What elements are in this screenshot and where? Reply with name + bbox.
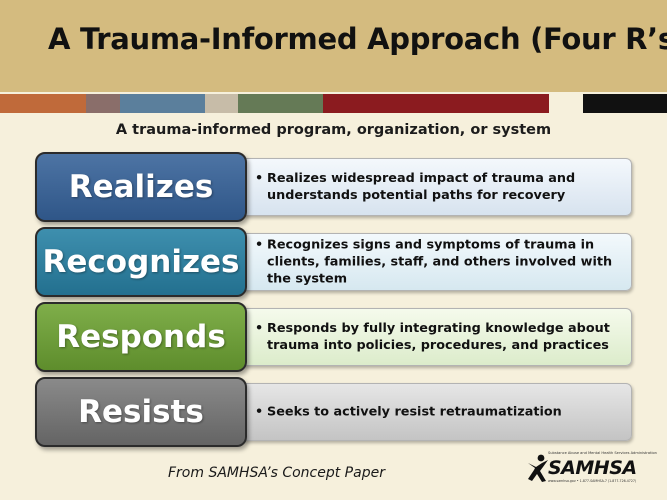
bullet-icon: • [255,321,264,336]
description-text: • Realizes widespread impact of trauma a… [255,170,623,204]
description-line: Seeks to actively resist retraumatizatio… [267,404,562,420]
description-line: Realizes widespread impact of trauma and… [267,171,576,203]
logo-wordmark: SAMHSA [548,457,637,479]
color-bar-segment-6 [323,94,549,113]
label-box-recognizes: Recognizes [35,227,247,297]
color-bar-segment-4 [205,94,238,113]
title-band: A Trauma-Informed Approach (Four R’s) [0,0,667,92]
description-text: • Seeks to actively resist retraumatizat… [255,404,623,421]
subtitle: A trauma-informed program, organization,… [115,122,552,138]
samhsa-figure-icon [528,454,548,482]
label-box-responds: Responds [35,302,247,372]
row-responds: • Responds by fully integrating knowledg… [0,302,667,372]
description-box: • Seeks to actively resist retraumatizat… [240,383,632,441]
color-bar-segment-7 [583,94,667,113]
label-box-realizes: Realizes [35,152,247,222]
bullet-icon: • [255,404,264,420]
logo-agency-name: Substance Abuse and Mental Health Servic… [548,451,657,455]
row-resists: • Seeks to actively resist retraumatizat… [0,377,667,447]
color-bar-segment-2 [86,94,120,113]
description-box: • Recognizes signs and symptoms of traum… [240,233,632,291]
description-text: • Recognizes signs and symptoms of traum… [255,237,623,288]
row-realizes: • Realizes widespread impact of trauma a… [0,152,667,222]
samhsa-logo: Substance Abuse and Mental Health Servic… [526,450,657,486]
description-box: • Responds by fully integrating knowledg… [240,308,632,366]
description-line: Recognizes signs and symptoms of trauma … [267,237,613,287]
color-bar-segment-1 [0,94,86,113]
description-text: • Responds by fully integrating knowledg… [255,320,623,354]
row-recognizes: • Recognizes signs and symptoms of traum… [0,227,667,297]
bullet-icon: • [255,171,264,186]
label-resists: Resists [78,394,204,430]
label-responds: Responds [56,319,226,355]
description-box: • Realizes widespread impact of trauma a… [240,158,632,216]
bullet-icon: • [255,237,264,253]
slide-title: A Trauma-Informed Approach (Four R’s) [48,22,667,56]
description-line: Responds by fully integrating knowledge … [267,321,610,353]
label-realizes: Realizes [68,169,214,205]
color-bar-segment-3 [120,94,205,113]
source-caption: From SAMHSA’s Concept Paper [168,465,385,481]
color-bar-segment-5 [238,94,323,113]
logo-contact: www.samhsa.gov • 1-877-SAMHSA-7 (1-877-7… [548,479,637,483]
label-box-resists: Resists [35,377,247,447]
label-recognizes: Recognizes [42,244,240,280]
